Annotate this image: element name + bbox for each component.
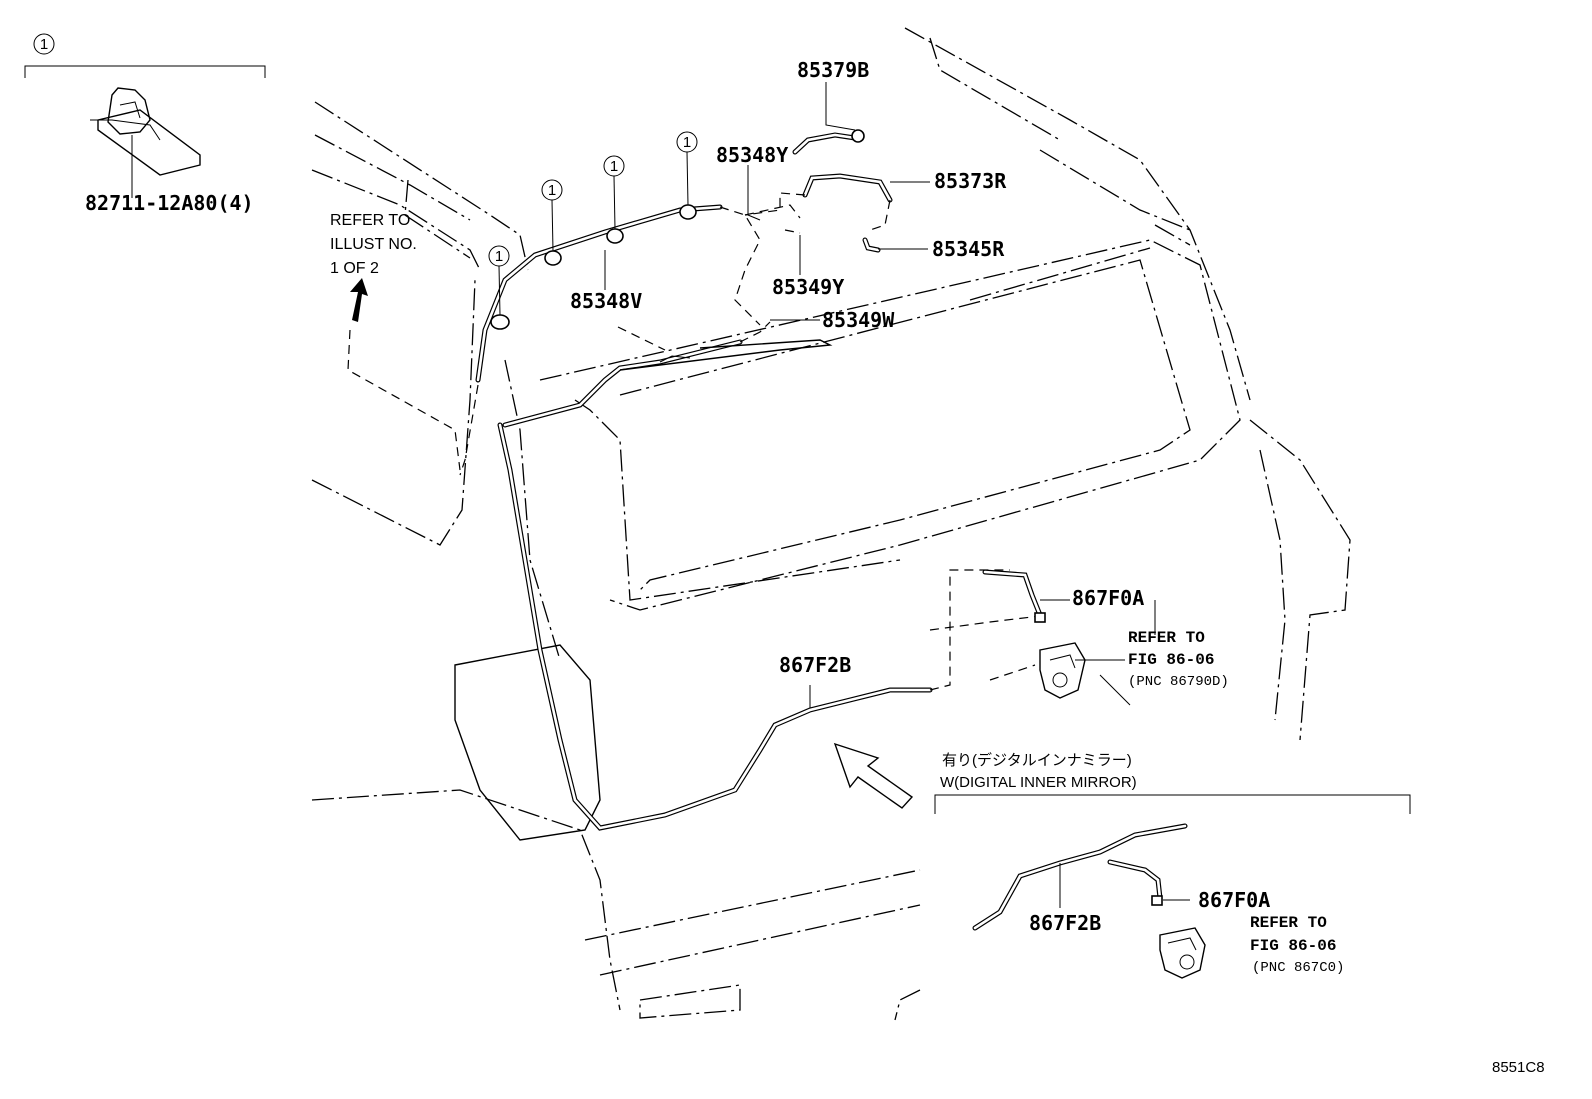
- callout-symbol: 1: [610, 158, 618, 175]
- clip-icon: [90, 87, 201, 176]
- callout-circle: [676, 131, 698, 153]
- part-label-867F0A: 867F0A: [1072, 586, 1144, 610]
- callout-symbol: 1: [683, 134, 691, 151]
- callout-circle: [603, 155, 625, 177]
- callout-circle: [33, 33, 55, 55]
- harness-clips: 1 1 1 1: [488, 131, 698, 330]
- diagram-code: 8551C8: [1492, 1059, 1545, 1076]
- digital-mirror-variant: 有り(デジタルインナミラー) W(DIGITAL INNER MIRROR) 8…: [934, 751, 1411, 979]
- callout-circle: [488, 245, 510, 267]
- refer-fig-alt-line3: (PNC 867C0): [1252, 960, 1344, 976]
- wiper-harness: [502, 321, 833, 428]
- part-label-85349Y: 85349Y: [772, 275, 844, 299]
- camera-alt-icon: [1159, 927, 1206, 979]
- rear-lamp-garnish: [454, 644, 601, 841]
- camera-wire: [982, 569, 1046, 623]
- callout-symbol: 1: [40, 36, 48, 53]
- harness-main: [459, 204, 801, 476]
- vehicle-body-outline: [311, 27, 1351, 1021]
- refer-illust-line1: REFER TO: [330, 212, 410, 229]
- refer-fig-alt-line1: REFER TO: [1250, 914, 1327, 932]
- callout-1-group: 1 82711-12A80(4): [24, 33, 266, 215]
- part-label-85345R: 85345R: [932, 237, 1005, 261]
- part-label-867F2B-alt: 867F2B: [1029, 911, 1101, 935]
- part-label-85348Y: 85348Y: [716, 143, 788, 167]
- refer-illust-line2: ILLUST NO.: [330, 236, 417, 253]
- part-label-85349W: 85349W: [822, 308, 895, 332]
- refer-fig-main-line2: FIG 86-06: [1128, 651, 1214, 669]
- callout-symbol: 1: [495, 248, 503, 265]
- refer-fig-main-line3: (PNC 86790D): [1128, 674, 1229, 690]
- refer-fig-main-note: REFER TO FIG 86-06 (PNC 86790D): [1128, 629, 1229, 690]
- condition-jp: 有り(デジタルインナミラー): [942, 751, 1132, 769]
- refer-fig-main-line1: REFER TO: [1128, 629, 1205, 647]
- condition-en: W(DIGITAL INNER MIRROR): [940, 774, 1137, 791]
- part-label-clip: 82711-12A80(4): [85, 191, 254, 215]
- camera-icon: [989, 642, 1086, 699]
- part-label-85379B: 85379B: [797, 58, 869, 82]
- view-arrow-icon: [833, 742, 914, 809]
- refer-fig-alt-line2: FIG 86-06: [1250, 937, 1336, 955]
- callout-circle: [541, 179, 563, 201]
- part-label-85373R: 85373R: [934, 169, 1007, 193]
- back-door-harness: [497, 422, 1041, 831]
- arrow-up-icon: [350, 278, 368, 322]
- part-label-85348V: 85348V: [570, 289, 642, 313]
- refer-illust-note: REFER TO ILLUST NO. 1 OF 2: [330, 212, 461, 471]
- part-label-867F0A-alt: 867F0A: [1198, 888, 1270, 912]
- part-label-867F2B: 867F2B: [779, 653, 851, 677]
- upper-connectors: [744, 129, 893, 253]
- leader-lines: [604, 82, 1156, 708]
- part-labels: 85379B 85348Y 85373R 85345R 85349Y 85348…: [570, 58, 1144, 677]
- refer-illust-line3: 1 OF 2: [330, 260, 379, 277]
- callout-symbol: 1: [548, 182, 556, 199]
